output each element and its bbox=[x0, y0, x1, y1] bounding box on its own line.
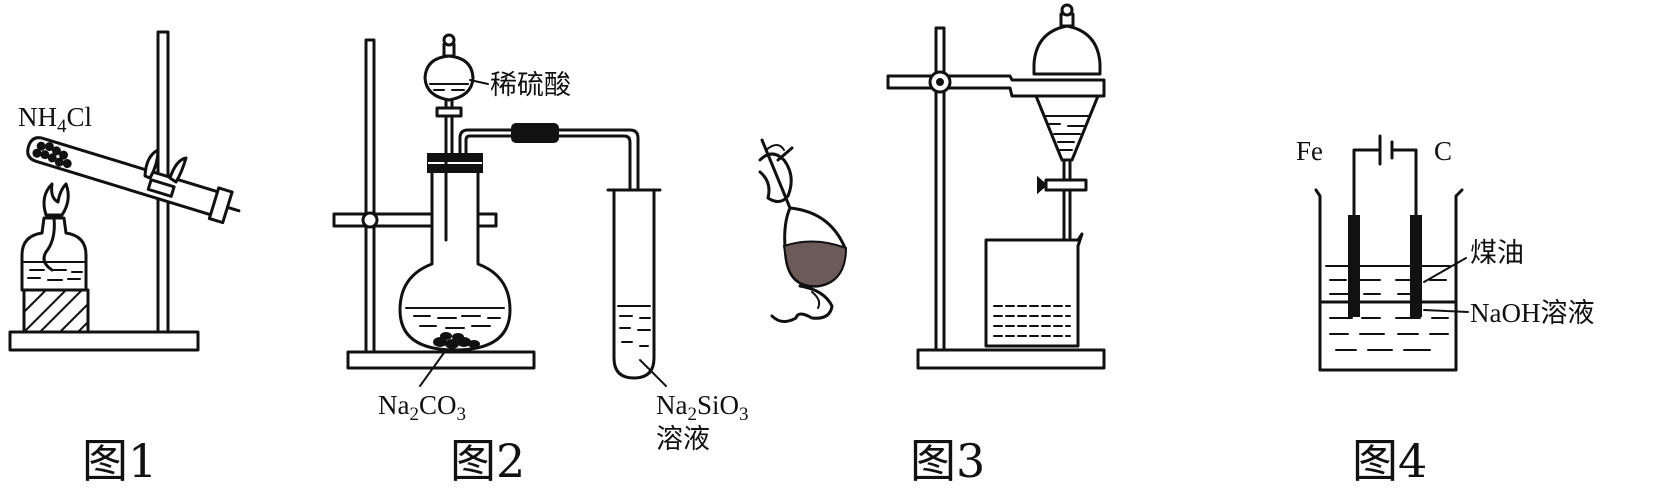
fig3-stopcock bbox=[1044, 178, 1088, 192]
fig2-rubber-connector bbox=[511, 123, 559, 143]
fig2-test-tube bbox=[612, 188, 656, 380]
fig2-leader-acid bbox=[469, 79, 489, 85]
fig4-cathode-label: C bbox=[1434, 136, 1453, 166]
fig2-caption: 图2 bbox=[450, 434, 526, 488]
fig4-caption: 图4 bbox=[1352, 434, 1428, 488]
fig3-right-hand bbox=[770, 284, 834, 323]
fig2-funnel-reagent-label: 稀硫酸 bbox=[490, 70, 571, 100]
fig2-solid-particles bbox=[433, 332, 480, 349]
fig3-beaker bbox=[984, 232, 1084, 348]
fig4-wire bbox=[1352, 148, 1418, 218]
fig2-apparatus bbox=[332, 33, 667, 387]
fig1-clamp bbox=[143, 148, 160, 180]
fig4-fe-electrode bbox=[1348, 215, 1360, 317]
fig4-c-electrode bbox=[1410, 215, 1422, 317]
fig3-funnel-stem bbox=[760, 138, 792, 210]
fig2-stand-rod bbox=[364, 38, 376, 354]
fig2-flask-solid-label: Na2CO3 bbox=[378, 390, 466, 425]
fig2-test-tube-label-line2: 溶液 bbox=[656, 424, 710, 454]
fig4-leader-naoh bbox=[1423, 309, 1469, 313]
alcohol-lamp bbox=[20, 216, 88, 292]
fig4-leader-kerosene bbox=[1423, 257, 1467, 283]
fig2-leader-na2sio3 bbox=[639, 359, 667, 387]
fig1-apparatus bbox=[8, 30, 241, 352]
fig4-anode-label: Fe bbox=[1296, 136, 1323, 166]
fig3-apparatus bbox=[886, 3, 1106, 370]
fig1-caption: 图1 bbox=[82, 434, 158, 488]
fig1-stand-base bbox=[8, 330, 200, 352]
fig3-liquid bbox=[782, 240, 848, 288]
fig3-separatory-funnel bbox=[1032, 24, 1102, 76]
fig4-naoh-layer bbox=[1329, 317, 1449, 351]
fig1-wooden-block bbox=[22, 288, 90, 334]
fig4-apparatus bbox=[1314, 134, 1469, 372]
fig4-naoh-label: NaOH溶液 bbox=[1470, 298, 1595, 328]
fig3-left-hand bbox=[758, 152, 793, 203]
fig2-stand-base bbox=[346, 350, 536, 370]
fig2-leader-na2co3 bbox=[419, 349, 447, 387]
fig1-reagent-label: NH4Cl bbox=[18, 102, 93, 137]
fig4-kerosene-label: 煤油 bbox=[1470, 238, 1524, 268]
fig1-test-tube bbox=[26, 136, 241, 225]
fig2-separatory-funnel bbox=[423, 54, 475, 102]
fig3-clamp-arm bbox=[886, 74, 1106, 98]
flame-icon bbox=[42, 182, 70, 217]
fig4-beaker bbox=[1314, 188, 1464, 372]
fig3-stand-rod bbox=[934, 26, 946, 352]
fig1-block-hatching bbox=[23, 289, 89, 333]
fig3-shaking-funnel bbox=[758, 138, 848, 323]
round-bottom-flask bbox=[398, 166, 512, 352]
fig3-caption: 图3 bbox=[910, 434, 986, 488]
fig4-kerosene-layer bbox=[1325, 265, 1451, 295]
fig3-stand-base bbox=[916, 348, 1106, 370]
fig2-test-tube-label: Na2SiO3 bbox=[656, 390, 749, 425]
